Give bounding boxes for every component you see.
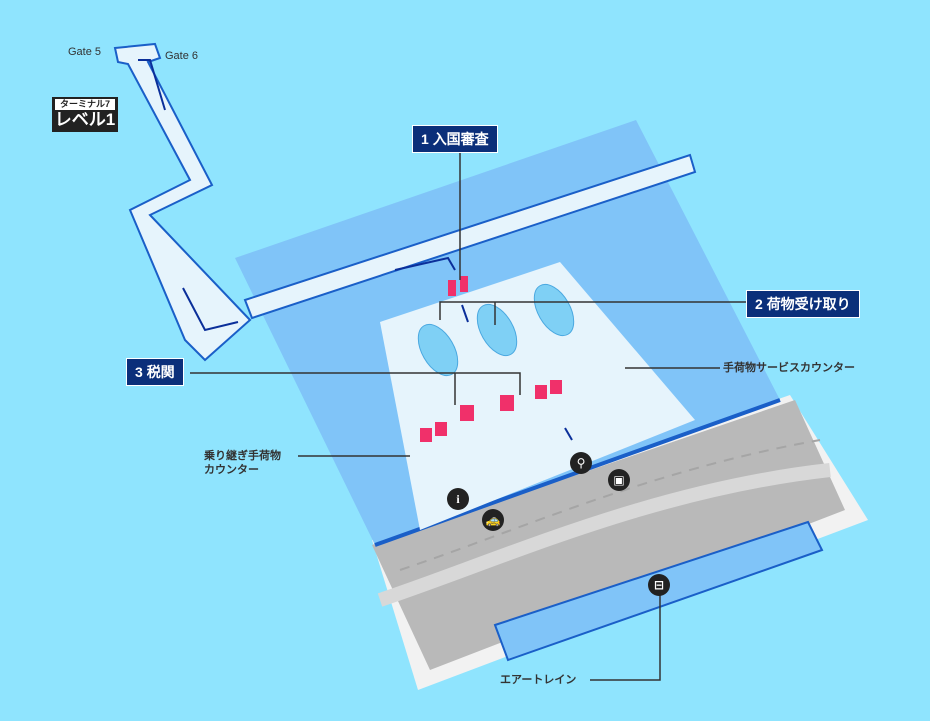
immigration-booth	[460, 276, 468, 292]
baggage-carousel	[417, 323, 459, 377]
road-lane	[399, 439, 821, 571]
airtrain-label: エアートレイン	[500, 674, 577, 686]
level-name: レベル1	[54, 110, 116, 129]
road-lane	[377, 463, 831, 607]
transfer-baggage-label: 乗り継ぎ手荷物 カウンター	[204, 449, 281, 477]
point-immigration[interactable]: 1 入国審査	[412, 125, 498, 153]
carry-on-service-label: 手荷物サービスカウンター	[723, 362, 855, 374]
transfer-line1: 乗り継ぎ手荷物	[204, 450, 281, 462]
leader-lines	[190, 148, 748, 681]
baggage-service-icon[interactable]: ⚲	[570, 452, 592, 474]
taxi-icon[interactable]: 🚕	[482, 509, 504, 531]
flow-arrows	[138, 59, 573, 441]
point-baggage-claim[interactable]: 2 荷物受け取り	[746, 290, 860, 318]
point-label: 入国審査	[432, 131, 489, 147]
info-icon[interactable]: i	[447, 488, 469, 510]
roadway	[372, 400, 845, 670]
point-number: 2	[755, 296, 763, 312]
level-indicator: ターミナル7 レベル1	[52, 97, 118, 132]
point-number: 1	[421, 131, 429, 147]
upper-walkway	[243, 153, 697, 320]
point-label: 荷物受け取り	[766, 296, 851, 312]
terminal-name: ターミナル7	[55, 99, 115, 110]
point-label: 税関	[146, 364, 175, 380]
gate-6-label: Gate 6	[165, 50, 199, 62]
customs-booths	[420, 380, 562, 442]
gate-5-label: Gate 5	[68, 46, 102, 58]
baggage-carousel	[476, 303, 518, 357]
bus-icon[interactable]: ▣	[608, 469, 630, 491]
transfer-line2: カウンター	[204, 464, 259, 476]
point-customs[interactable]: 3 税関	[126, 358, 184, 386]
point-number: 3	[135, 364, 143, 380]
train-icon[interactable]: ⊟	[648, 574, 670, 596]
immigration-booth	[448, 280, 456, 296]
pier-corridor	[113, 42, 252, 362]
